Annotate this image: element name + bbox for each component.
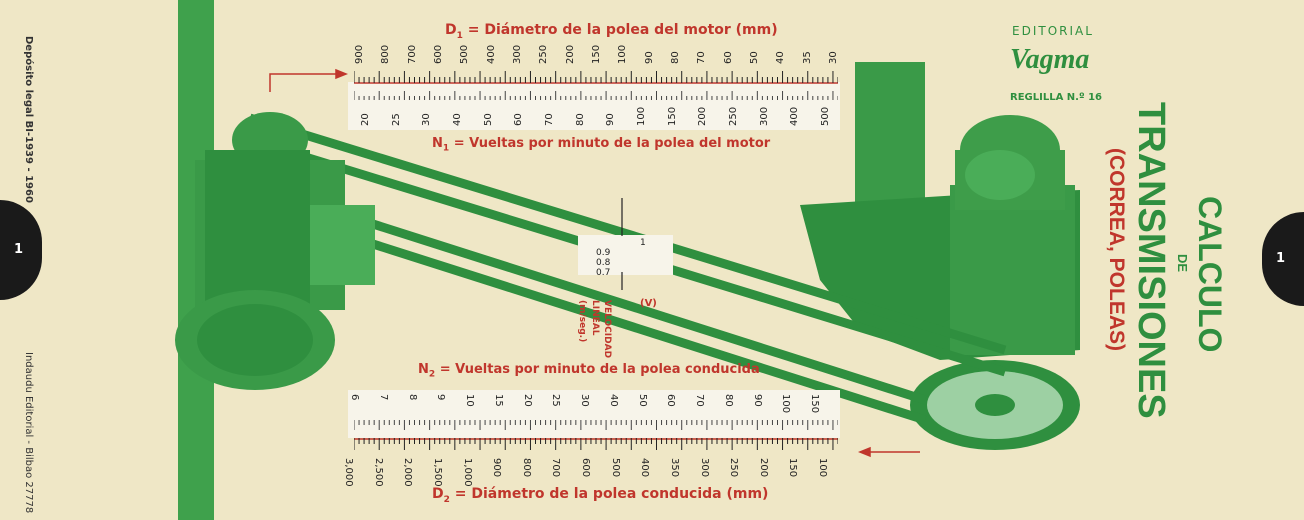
n1-text: = Vueltas por minuto de la polea del mot… <box>453 136 771 151</box>
left-page-marker-number: 1 <box>14 242 24 257</box>
n2-symbol: N <box>418 362 429 377</box>
brand-logo: Vagma <box>1010 44 1090 75</box>
d2-scale-label: D2 = Diámetro de la polea conducida (mm) <box>432 486 768 505</box>
velocity-v-label: (V) <box>640 298 657 309</box>
d2-symbol: D <box>432 486 444 502</box>
n1-slide-ruler <box>354 91 838 100</box>
velocity-window <box>578 235 673 275</box>
n2-subscript: 2 <box>428 369 436 380</box>
velocity-ticks: 1 0.9 0.8 0.7 <box>596 238 646 278</box>
right-page-marker-number: 1 <box>1276 251 1286 266</box>
title-correa-poleas: (CORREA, POLEAS) <box>1105 148 1128 352</box>
d1-text: = Diámetro de la polea del motor (mm) <box>467 22 778 38</box>
n2-scale-label: N2 = Vueltas por minuto de la polea cond… <box>418 362 760 380</box>
reglilla-label: REGLILLA N.º 16 <box>1010 92 1103 103</box>
d2-scale-ruler <box>354 438 838 450</box>
title-calculo: CALCULO <box>1192 196 1228 353</box>
velocity-tick-2: 0.9 <box>596 248 611 258</box>
bottom-arrow-icon <box>857 446 920 458</box>
n2-slide-ruler <box>354 420 838 430</box>
velocity-tick-3: 0.8 <box>596 258 611 268</box>
title-transmisiones: TRANSMISIONES <box>1130 102 1172 419</box>
motor-illustration <box>175 112 375 390</box>
driven-pulley-illustration <box>910 360 1080 450</box>
driven-machine-illustration <box>800 62 1080 360</box>
editorial-label: EDITORIAL <box>1012 24 1094 38</box>
d1-window <box>348 82 840 130</box>
n2-text: = Vueltas por minuto de la polea conduci… <box>439 362 760 377</box>
velocity-tick-4: 0.7 <box>596 268 611 278</box>
velocity-tick-1: 1 <box>640 238 646 248</box>
n1-subscript: 1 <box>442 143 450 154</box>
title-de: DE <box>1175 254 1190 273</box>
d1-symbol: D <box>445 22 457 38</box>
deposito-legal-note: Depósito legal BI-1939 - 1960 <box>23 36 34 203</box>
n1-symbol: N <box>432 136 443 151</box>
imprenta-note: Indaudu Editorial - Bilbao 27778 <box>23 352 34 514</box>
d1-scale-label: D1 = Diámetro de la polea del motor (mm) <box>445 22 778 41</box>
top-arrow-icon <box>269 68 349 92</box>
d2-subscript: 2 <box>443 494 450 505</box>
d1-subscript: 1 <box>456 30 463 41</box>
d1-scale-ruler <box>354 71 838 84</box>
n1-scale-label: N1 = Vueltas por minuto de la polea del … <box>432 136 770 154</box>
d2-text: = Diámetro de la polea conducida (mm) <box>454 486 769 502</box>
